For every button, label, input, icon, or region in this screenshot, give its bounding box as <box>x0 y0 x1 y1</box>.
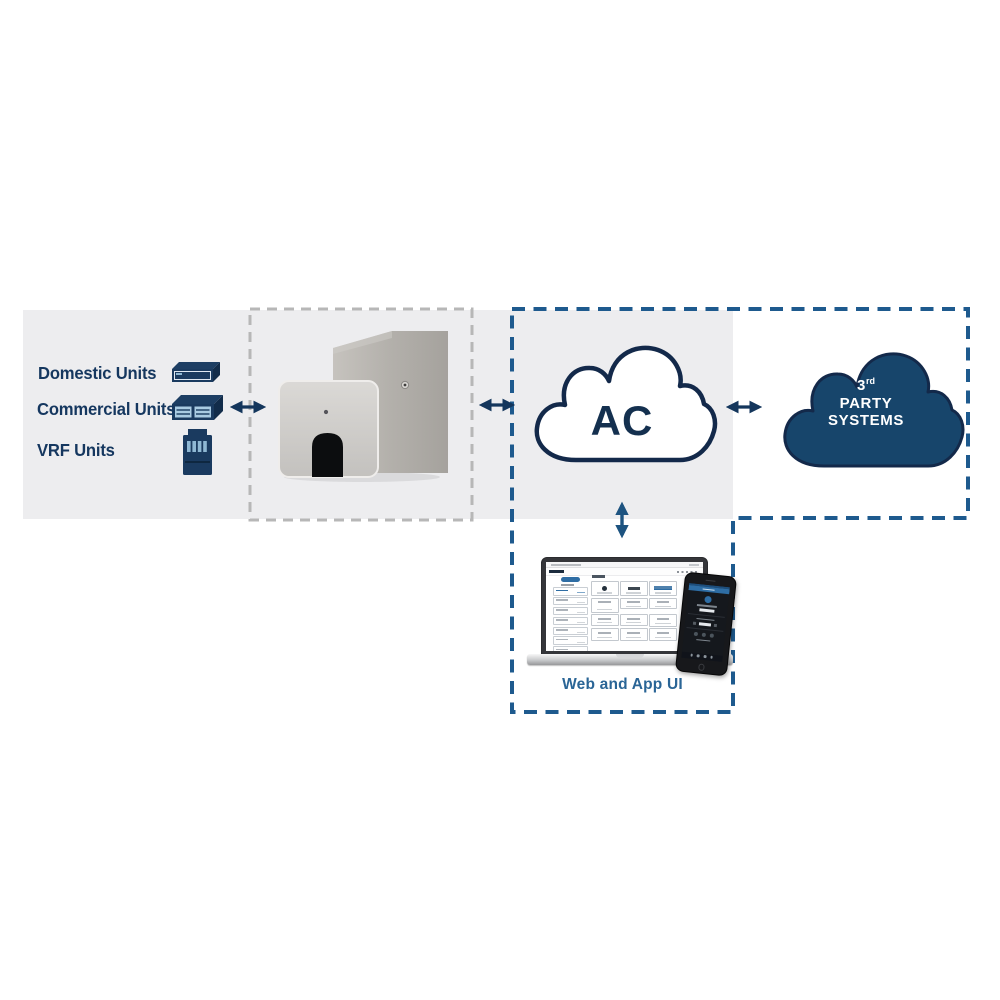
laptop-grid-card <box>620 597 648 610</box>
phone-nav-icon <box>703 655 707 658</box>
laptop <box>527 555 733 667</box>
vrf-outdoor-unit-icon <box>183 429 212 475</box>
laptop-grid-card <box>620 614 648 626</box>
phone-bottom-nav <box>680 651 723 662</box>
phone-nav-icon <box>690 653 694 657</box>
laptop-grid-card <box>591 628 619 641</box>
laptop-grid-card <box>649 597 677 610</box>
phone-nav-icon <box>710 655 713 659</box>
phone-text-line <box>696 617 715 622</box>
laptop-web-ui <box>546 562 703 651</box>
phone-plus-control <box>713 623 718 628</box>
commercial-ducted-unit-icon <box>172 395 223 420</box>
phone-power-icon <box>703 595 712 603</box>
unit-label-domestic: Domestic Units <box>38 363 157 383</box>
phone-mode-icons <box>683 631 724 639</box>
laptop-grid-card <box>649 614 677 627</box>
phone-temp-reading <box>698 607 715 613</box>
laptop-sidebar-card <box>553 626 588 636</box>
third-party-cloud <box>783 352 965 468</box>
laptop-app-header <box>546 568 703 576</box>
ac-cloud <box>534 345 718 463</box>
laptop-grid-card <box>591 614 619 626</box>
phone-divider <box>687 613 725 619</box>
laptop-grid-card <box>591 597 619 613</box>
third-party-cloud-label: 3rd PARTY SYSTEMS <box>806 376 926 430</box>
laptop-browser-bar <box>546 562 703 568</box>
unit-label-commercial: Commercial Units <box>37 399 176 419</box>
third-party-ordinal: rd <box>865 376 875 386</box>
cloud-dashed-region <box>510 307 970 714</box>
laptop-grid-card <box>620 581 648 596</box>
phone <box>674 571 738 677</box>
laptop-sidebar <box>553 587 588 651</box>
laptop-sidebar-card <box>553 646 588 651</box>
laptop-screen <box>541 557 708 656</box>
laptop-sidebar-card <box>553 636 588 645</box>
gateway-front-device <box>278 380 379 478</box>
laptop-sidebar-card <box>553 596 588 606</box>
phone-text-line <box>696 638 711 642</box>
third-party-line3: SYSTEMS <box>828 412 904 430</box>
laptop-grid-card <box>649 581 677 596</box>
laptop-grid-card <box>591 581 619 596</box>
laptop-base <box>527 654 733 665</box>
phone-nav-icon <box>696 654 700 658</box>
ac-cloud-label: AC <box>590 397 654 444</box>
third-party-line2: PARTY <box>839 394 893 412</box>
laptop-card-grid <box>591 581 703 641</box>
phone-app-ui <box>680 582 730 662</box>
phone-mode-icon <box>701 632 707 638</box>
laptop-grid-card <box>649 628 677 641</box>
third-party-number: 3 <box>857 377 866 394</box>
domestic-wall-unit-icon <box>172 362 220 382</box>
caption-web-app-ui: Web and App UI <box>562 676 683 693</box>
laptop-toggle-pill <box>561 577 580 586</box>
third-party-line1: 3rd <box>806 376 926 395</box>
phone-mode-icon <box>709 633 714 639</box>
laptop-sidebar-card <box>553 587 588 596</box>
phone-minus-control <box>692 621 697 625</box>
laptop-grid-card <box>620 628 648 641</box>
phone-mode-icon <box>693 632 699 637</box>
gateway-dashed-box <box>248 307 474 522</box>
laptop-sidebar-card <box>553 606 588 616</box>
laptop-section-heading <box>592 575 605 578</box>
gateway-hardware <box>278 331 448 482</box>
laptop-sidebar-card <box>553 616 588 626</box>
unit-label-vrf: VRF Units <box>37 440 115 460</box>
phone-setpoint-value <box>698 622 712 627</box>
